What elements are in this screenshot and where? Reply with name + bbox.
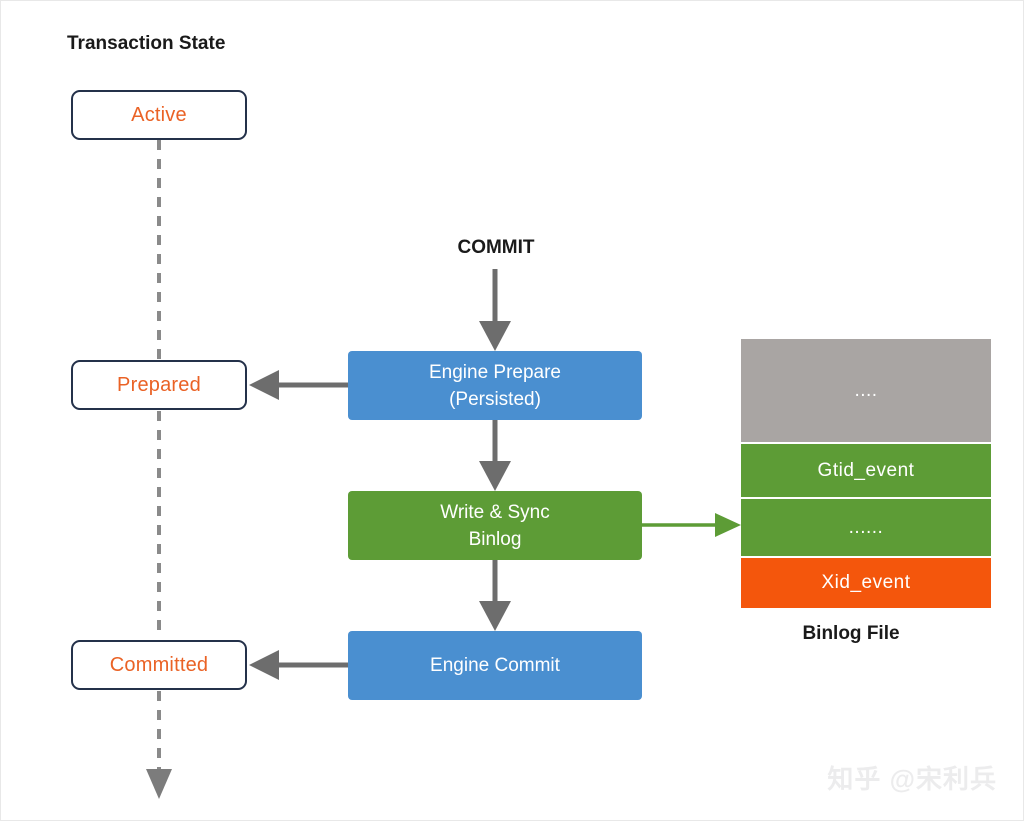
binlog-band-label-gtid-event: Gtid_event	[817, 459, 915, 481]
binlog-band-label-other-top: ....	[854, 379, 878, 401]
binlog-band-xid-event[interactable]: Xid_event	[741, 558, 991, 608]
process-label-engine-commit: Engine Commit	[430, 655, 560, 676]
commit-label: COMMIT	[457, 237, 535, 258]
commit-to-engine-prepare-arrow	[479, 269, 511, 351]
process-label-engine-prepare: Engine Prepare (Persisted)	[428, 361, 562, 410]
watermark: 知乎 @宋利兵	[827, 764, 997, 794]
state-box-prepared[interactable]: Prepared	[71, 360, 247, 410]
binlog-band-body-rows[interactable]: ......	[741, 499, 991, 556]
engine-prepare-to-prepared-arrow	[249, 370, 348, 400]
binlog-band-other-top[interactable]: ....	[741, 339, 991, 442]
engine-prepare-to-write-binlog-arrow	[479, 420, 511, 491]
binlog-band-gtid-event[interactable]: Gtid_event	[741, 444, 991, 497]
state-timeline-connector	[146, 140, 172, 799]
state-box-active[interactable]: Active	[71, 90, 247, 140]
process-box-engine-prepare[interactable]: Engine Prepare (Persisted)	[348, 351, 642, 420]
state-label-prepared: Prepared	[117, 373, 201, 396]
state-box-committed[interactable]: Committed	[71, 640, 247, 690]
transaction-state-title: Transaction State	[67, 33, 226, 54]
binlog-file-label: Binlog File	[802, 623, 900, 644]
binlog-band-label-body-rows: ......	[848, 516, 884, 538]
process-box-write-sync-binlog[interactable]: Write & Sync Binlog	[348, 491, 642, 560]
binlog-band-label-xid-event: Xid_event	[821, 572, 911, 593]
write-binlog-to-engine-commit-arrow	[479, 560, 511, 631]
write-binlog-to-binlog-file-arrow	[642, 513, 741, 537]
process-box-engine-commit[interactable]: Engine Commit	[348, 631, 642, 700]
state-label-active: Active	[131, 103, 187, 126]
state-label-committed: Committed	[109, 653, 209, 676]
engine-commit-to-committed-arrow	[249, 650, 348, 680]
process-label-write-sync-binlog: Write & Sync Binlog	[440, 501, 550, 550]
